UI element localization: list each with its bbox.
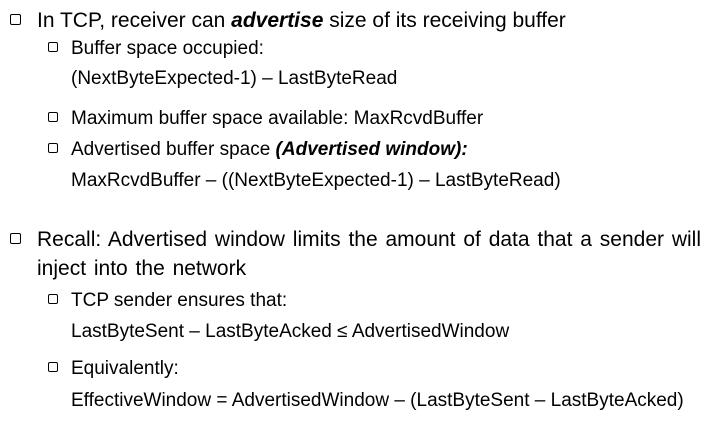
bullet-item-sender-ensures: TCP sender ensures that:: [48, 288, 287, 314]
formula-sender-constraint: LastByteSent – LastByteAcked ≤ Advertise…: [71, 319, 509, 345]
formula-text: (NextByteExpected-1) – LastByteRead: [71, 68, 398, 89]
text-segment-emphasis: (Advertised window):: [275, 139, 468, 160]
bullet-item-text: Recall: Advertised window limits the amo…: [37, 225, 701, 283]
formula-text: MaxRcvdBuffer – ((NextByteExpected-1) – …: [71, 170, 561, 191]
formula-text: EffectiveWindow = AdvertisedWindow – (La…: [71, 390, 684, 411]
bullet-square-icon: [10, 14, 21, 25]
bullet-item-advertised-space: Advertised buffer space (Advertised wind…: [48, 137, 468, 163]
bullet-square-icon: [48, 143, 58, 153]
text-segment: Advertised buffer space: [71, 139, 276, 160]
bullet-square-icon: [48, 294, 58, 304]
text-segment-emphasis: advertise: [231, 9, 324, 32]
formula-buffer-occupied: (NextByteExpected-1) – LastByteRead: [71, 66, 397, 92]
bullet-item-buffer-occupied: Buffer space occupied:: [48, 36, 264, 62]
bullet-item-advertise: In TCP, receiver can advertise size of i…: [10, 6, 566, 35]
bullet-item-text: Equivalently:: [71, 358, 179, 379]
formula-text: LastByteSent – LastByteAcked ≤ Advertise…: [71, 321, 510, 342]
bullet-item-text: Maximum buffer space available: MaxRcvdB…: [71, 108, 484, 129]
text-segment: In TCP, receiver can: [37, 9, 232, 32]
bullet-item-text: Advertised buffer space (Advertised wind…: [71, 137, 468, 163]
bullet-square-icon: [48, 112, 58, 122]
bullet-square-icon: [48, 362, 58, 372]
bullet-square-icon: [10, 233, 21, 244]
bullet-item-text: TCP sender ensures that:: [71, 290, 288, 311]
bullet-item-equivalently: Equivalently:: [48, 356, 179, 382]
formula-effective-window: EffectiveWindow = AdvertisedWindow – (La…: [71, 388, 684, 414]
formula-advertised-window: MaxRcvdBuffer – ((NextByteExpected-1) – …: [71, 168, 561, 194]
bullet-item-max-buffer: Maximum buffer space available: MaxRcvdB…: [48, 106, 483, 132]
text-segment: size of its receiving buffer: [323, 9, 566, 32]
bullet-item-text: In TCP, receiver can advertise size of i…: [37, 6, 566, 35]
text-line: Recall: Advertised window limits the amo…: [37, 228, 701, 251]
text-line: inject into the network: [37, 257, 247, 280]
bullet-square-icon: [48, 42, 58, 52]
bullet-item-recall: Recall: Advertised window limits the amo…: [10, 225, 701, 283]
bullet-item-text: Buffer space occupied:: [71, 38, 264, 59]
